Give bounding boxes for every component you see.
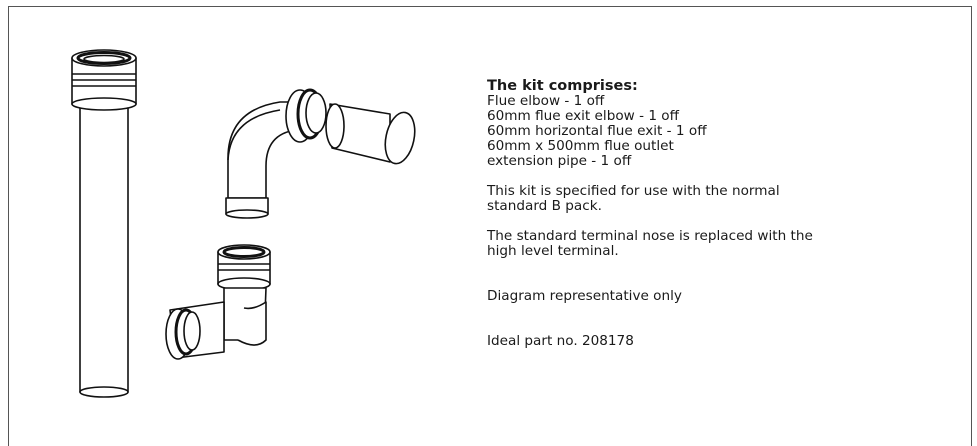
terminal-note: The standard terminal nose is replaced w…: [487, 229, 907, 259]
extension-pipe-drawing: [71, 49, 137, 398]
terminal-line: The standard terminal nose is replaced w…: [487, 228, 813, 244]
spec-line: This kit is specified for use with the n…: [487, 183, 780, 199]
terminal-line: high level terminal.: [487, 243, 619, 259]
flue-elbow-drawing: [225, 88, 416, 219]
kit-heading: The kit comprises:: [487, 78, 638, 94]
diagram-note: Diagram representative only: [487, 288, 682, 304]
part-number: Ideal part no. 208178: [487, 333, 634, 349]
flue-exit-elbow-drawing: [165, 244, 271, 360]
spec-line: standard B pack.: [487, 198, 602, 214]
kit-item: Flue elbow - 1 off: [487, 93, 605, 109]
kit-item: 60mm flue exit elbow - 1 off: [487, 108, 679, 124]
flue-kit-illustration: [71, 49, 416, 398]
kit-item: 60mm horizontal flue exit - 1 off: [487, 123, 707, 139]
spec-note: This kit is specified for use with the n…: [487, 184, 907, 214]
kit-description: The kit comprises: Flue elbow - 1 off 60…: [487, 79, 907, 349]
kit-item: extension pipe - 1 off: [487, 153, 632, 169]
page-frame: [8, 6, 972, 446]
kit-item: 60mm x 500mm flue outlet: [487, 138, 674, 154]
